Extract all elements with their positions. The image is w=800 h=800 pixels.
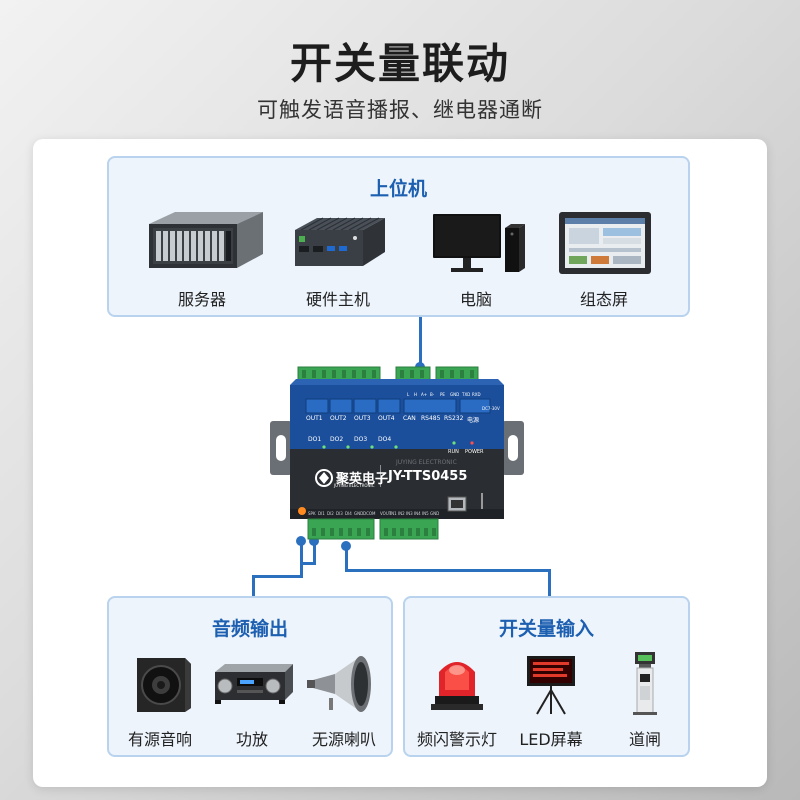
audio-item-active-speaker: 有源音响 xyxy=(115,650,205,750)
switch-item-label: LED屏幕 xyxy=(519,730,583,749)
hmi-screen-icon xyxy=(559,212,651,274)
device-pin-label: GND xyxy=(450,392,460,397)
host-panel-title: 上位机 xyxy=(369,178,427,200)
switch-input-panel: 开关量输入 频闪警示灯 LED屏幕 xyxy=(403,596,690,757)
device-out2-label: OUT2 xyxy=(330,415,347,422)
device-do3-label: DO3 xyxy=(354,436,368,443)
host-item-label: 组态屏 xyxy=(579,290,628,309)
audio-item-label: 功放 xyxy=(235,730,268,749)
device-input-label: SPK xyxy=(308,511,316,516)
switch-item-led-screen: LED屏幕 xyxy=(505,650,597,750)
device-can-label: CAN xyxy=(403,415,416,422)
desktop-computer-icon xyxy=(433,214,525,272)
device-pin-label: L xyxy=(407,392,410,397)
device-pin-label: TXD xyxy=(462,392,471,397)
device-rs485-label: RS485 xyxy=(421,415,441,422)
device-rs232-label: RS232 xyxy=(444,415,464,422)
device-watermark: JUYING ELECTRONIC xyxy=(396,459,457,466)
connector-dot xyxy=(341,541,351,551)
device-do4-label: DO4 xyxy=(378,436,392,443)
wire-audio-join xyxy=(300,562,316,565)
device-brand: 聚英电子 xyxy=(336,472,389,487)
wire-switch-horizontal xyxy=(345,569,551,572)
device-out1-label: OUT1 xyxy=(306,415,323,422)
wire-audio-vertical-b xyxy=(313,540,316,562)
wire-host-to-device xyxy=(419,317,422,367)
host-item-hmi: 组态屏 xyxy=(541,210,667,310)
audio-panel-title: 音频输出 xyxy=(211,618,288,640)
device-pin-label: RXD xyxy=(472,392,481,397)
wire-audio-vertical-a xyxy=(300,540,303,575)
host-item-computer: 电脑 xyxy=(413,210,539,310)
device-dc-label: DC7-30V xyxy=(482,406,500,411)
wire-switch-down xyxy=(548,569,551,599)
device-pin-label: H xyxy=(414,392,418,397)
switch-item-label: 道闸 xyxy=(628,730,661,749)
connector-dot xyxy=(309,536,319,546)
switch-item-barrier: 道闸 xyxy=(599,650,691,750)
device-input-label: DI2 xyxy=(327,511,334,516)
device-input-label: DI1 xyxy=(318,511,325,516)
device-out3-label: OUT3 xyxy=(354,415,371,422)
device-input-label: GND xyxy=(354,511,364,516)
wire-switch-vertical xyxy=(345,545,348,571)
audio-panel: 音频输出 有源音响 功放 xyxy=(107,596,393,757)
wire-audio-down xyxy=(252,575,255,599)
audio-item-amplifier: 功放 xyxy=(207,650,297,750)
host-item-server: 服务器 xyxy=(139,210,265,310)
host-item-label: 电脑 xyxy=(459,290,492,309)
connector-dot xyxy=(296,536,306,546)
amplifier-icon xyxy=(215,664,293,704)
switch-item-beacon: 频闪警示灯 xyxy=(411,650,503,750)
device-input-label: IN5 xyxy=(422,511,429,516)
audio-item-horn: 无源喇叭 xyxy=(299,650,389,750)
server-icon xyxy=(149,212,263,268)
device-run-label: RUN xyxy=(448,449,459,455)
device-input-label: IN4 xyxy=(414,511,421,516)
device-pin-label: B- xyxy=(430,392,435,397)
page-title: 开关量联动 xyxy=(289,39,510,88)
device-power-label: POWER xyxy=(465,449,484,455)
audio-item-label: 有源音响 xyxy=(127,730,192,749)
host-item-label: 硬件主机 xyxy=(305,290,370,309)
device-pin-label: PE xyxy=(440,392,445,397)
page-subtitle: 可触发语音播报、继电器通断 xyxy=(257,98,543,122)
switch-panel-title: 开关量输入 xyxy=(498,618,594,640)
audio-item-label: 无源喇叭 xyxy=(311,730,376,749)
device-illustration xyxy=(270,366,524,540)
device-input-label: DI4 xyxy=(345,511,352,516)
device-do1-label: DO1 xyxy=(308,436,322,443)
tts-device: OUT1 OUT2 OUT3 OUT4 L H A+ B- PE GND TXD… xyxy=(268,365,526,550)
active-speaker-icon xyxy=(137,658,191,712)
device-input-label: DCOM xyxy=(363,511,376,516)
horn-speaker-icon xyxy=(307,656,371,712)
device-input-label: IN1 xyxy=(390,511,397,516)
host-panel: 上位机 服务器 xyxy=(107,156,690,317)
device-power-port-label: 电源 xyxy=(467,417,480,424)
host-item-hardware-host: 硬件主机 xyxy=(275,210,401,310)
device-input-label: VOUT xyxy=(380,511,392,516)
device-brand-en: JUYING ELECTRONIC xyxy=(334,483,375,488)
host-item-label: 服务器 xyxy=(177,290,226,309)
device-input-label: IN2 xyxy=(398,511,405,516)
wire-audio-horizontal xyxy=(252,575,303,578)
device-model: JY-TTS0455 xyxy=(388,469,468,484)
device-pin-label: A+ xyxy=(421,392,428,397)
switch-item-label: 频闪警示灯 xyxy=(416,730,497,749)
device-input-label: GND xyxy=(430,511,440,516)
barrier-gate-icon xyxy=(633,652,657,715)
device-do2-label: DO2 xyxy=(330,436,344,443)
warning-beacon-icon xyxy=(431,662,483,710)
industrial-pc-icon xyxy=(295,217,385,266)
device-input-label: IN3 xyxy=(406,511,413,516)
device-input-label: DI3 xyxy=(336,511,343,516)
led-screen-icon xyxy=(527,656,575,715)
device-out4-label: OUT4 xyxy=(378,415,395,422)
